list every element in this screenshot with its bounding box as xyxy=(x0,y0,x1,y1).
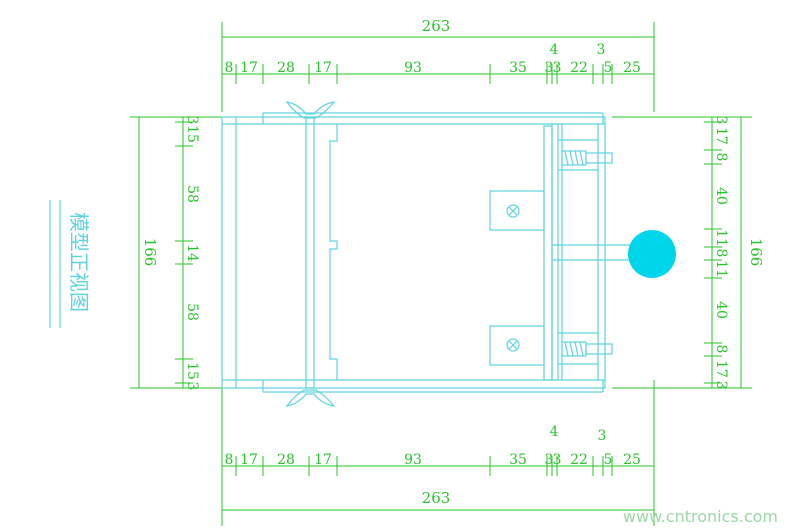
bottom-ticks xyxy=(235,456,613,476)
bottom-total-label: 263 xyxy=(422,489,451,507)
top-seg-label: 25 xyxy=(623,60,641,76)
bottom-seg-label: 22 xyxy=(570,452,588,468)
right-seg-label: 40 xyxy=(713,187,729,205)
bottom-extra-label: 4 xyxy=(550,424,559,440)
bottom-seg-label: 8 xyxy=(225,452,234,468)
right-plate xyxy=(543,125,553,381)
top-ticks xyxy=(235,64,613,84)
right-seg-label: 3 xyxy=(713,116,729,125)
left-seg-label: 58 xyxy=(184,303,200,321)
clamp-block-bottom xyxy=(489,325,545,366)
bottom-seg-label: 17 xyxy=(314,452,332,468)
model-outline xyxy=(49,101,630,407)
top-seg-label: 8 xyxy=(225,60,234,76)
top-seg-label: 3 xyxy=(545,60,554,76)
bottom-seg-label: 3 xyxy=(553,452,562,468)
watermark-text: www.cntronics.com xyxy=(622,507,778,526)
clamp-block-top xyxy=(489,190,545,231)
right-seg-label: 40 xyxy=(713,301,729,319)
main-body xyxy=(221,116,606,389)
right-seg-label: 8 xyxy=(713,153,729,162)
left-seg-label: 15 xyxy=(184,362,200,380)
left-seg-label: 3 xyxy=(184,382,200,391)
top-seg-label: 93 xyxy=(404,60,422,76)
drawing-title: 模型正视图 xyxy=(67,212,91,312)
right-seg-label: 17 xyxy=(713,127,729,145)
left-seg-label: 15 xyxy=(184,125,200,143)
right-total-label: 166 xyxy=(747,238,765,267)
slotted-guide xyxy=(329,124,338,380)
right-seg-label: 17 xyxy=(713,360,729,378)
top-extra-label: 4 xyxy=(550,42,559,58)
left-total-label: 166 xyxy=(141,238,159,267)
left-seg-label: 58 xyxy=(184,185,200,203)
wing-nut-top xyxy=(285,101,336,119)
dimension-lines xyxy=(130,22,752,526)
bottom-seg-label: 5 xyxy=(604,452,613,468)
bottom-seg-label: 3 xyxy=(545,452,554,468)
right-seg-label: 11 xyxy=(713,260,729,278)
left-plate xyxy=(305,116,315,389)
bottom-extra-label: 3 xyxy=(598,428,607,444)
round-knob xyxy=(628,230,676,278)
bottom-seg-label: 28 xyxy=(277,452,295,468)
right-seg-label: 3 xyxy=(713,381,729,390)
top-seg-label: 3 xyxy=(553,60,562,76)
top-seg-label: 28 xyxy=(277,60,295,76)
right-seg-label: 8 xyxy=(713,345,729,354)
wing-nut-bottom xyxy=(285,389,336,407)
bottom-seg-label: 17 xyxy=(240,452,258,468)
top-seg-label: 5 xyxy=(604,60,613,76)
right-seg-label: 8 xyxy=(713,249,729,258)
left-seg-label: 3 xyxy=(184,116,200,125)
right-seg-label: 11 xyxy=(713,229,729,247)
left-seg-label: 14 xyxy=(184,244,200,262)
bottom-seg-label: 35 xyxy=(509,452,527,468)
top-seg-label: 17 xyxy=(314,60,332,76)
top-extra-label: 3 xyxy=(597,42,606,58)
top-seg-label: 35 xyxy=(509,60,527,76)
top-seg-label: 22 xyxy=(570,60,588,76)
top-total-label: 263 xyxy=(422,17,451,35)
top-seg-label: 17 xyxy=(240,60,258,76)
bottom-seg-label: 93 xyxy=(404,452,422,468)
bottom-seg-label: 25 xyxy=(623,452,641,468)
